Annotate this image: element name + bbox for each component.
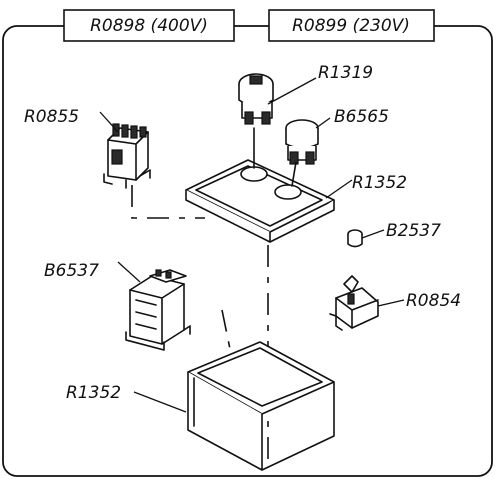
header-code-right: R0899 (230V) <box>268 9 435 42</box>
leader-enclosure <box>133 391 187 413</box>
push-button-part <box>285 119 319 165</box>
label-enclosure: R1352 <box>66 383 121 403</box>
label-cover-plate: R1352 <box>352 173 407 193</box>
selector-switch-part <box>238 73 274 125</box>
connector-contactor-to-plate <box>131 185 205 219</box>
header-code-right-text: R0899 (230V) <box>292 16 410 36</box>
transformer-part <box>125 269 191 351</box>
fuse-holder-part <box>329 275 379 331</box>
cap-part <box>347 229 363 248</box>
label-fuse-holder: R0854 <box>406 291 461 311</box>
leader-cover-plate <box>325 179 353 199</box>
leader-contactor <box>99 111 119 133</box>
header-code-left-text: R0898 (400V) <box>90 16 208 36</box>
leader-transformer <box>117 261 141 283</box>
label-transformer: B6537 <box>44 261 99 281</box>
contactor-part <box>103 123 151 189</box>
label-cap: B2537 <box>386 221 441 241</box>
label-push-button: B6565 <box>334 107 389 127</box>
leader-push-button <box>315 117 331 129</box>
leader-fuse-holder <box>377 299 405 307</box>
enclosure-part <box>187 341 335 471</box>
diagram-frame <box>2 25 493 477</box>
leader-cap <box>361 229 385 239</box>
cover-plate-part <box>185 127 335 243</box>
header-code-left: R0898 (400V) <box>63 9 235 42</box>
label-contactor: R0855 <box>24 107 79 127</box>
leader-selector-switch <box>267 77 317 105</box>
label-selector-switch: R1319 <box>318 63 373 83</box>
